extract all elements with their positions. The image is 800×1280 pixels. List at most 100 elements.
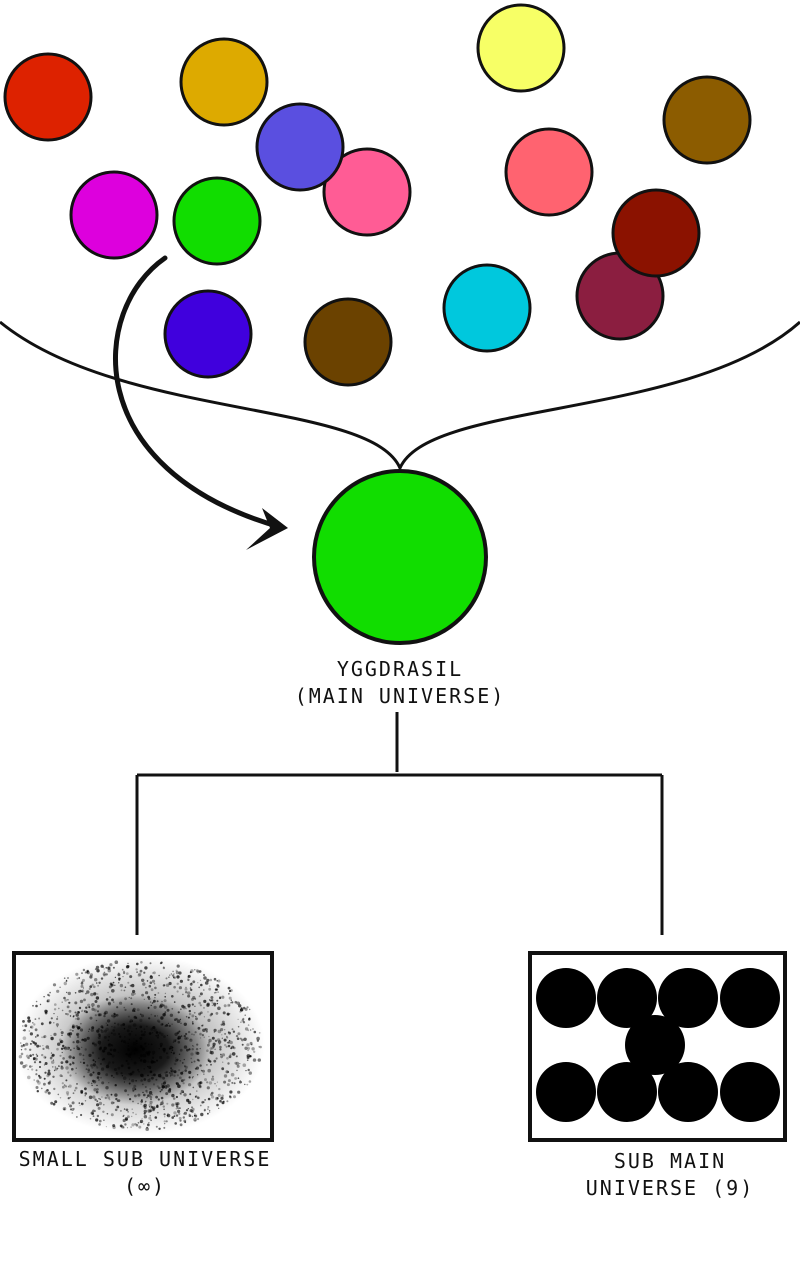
cloud-speck bbox=[114, 960, 119, 964]
cloud-speck bbox=[106, 1024, 109, 1026]
cloud-speck bbox=[208, 1038, 212, 1043]
cloud-speck bbox=[239, 1037, 242, 1040]
cloud-speck bbox=[168, 1047, 171, 1050]
cloud-speck bbox=[30, 1026, 32, 1029]
cloud-speck bbox=[150, 1060, 154, 1063]
cloud-speck bbox=[103, 1029, 107, 1033]
cloud-speck bbox=[211, 1036, 215, 1040]
cloud-speck bbox=[193, 1046, 195, 1048]
cloud-speck bbox=[65, 980, 68, 982]
cloud-speck bbox=[204, 1028, 207, 1030]
cloud-speck bbox=[165, 983, 170, 987]
cloud-speck bbox=[102, 1110, 105, 1114]
cloud-speck bbox=[159, 1103, 162, 1106]
cloud-speck bbox=[95, 1090, 99, 1094]
cloud-speck bbox=[150, 1013, 153, 1016]
cloud-speck bbox=[52, 1075, 55, 1079]
cloud-speck bbox=[111, 998, 114, 1002]
small-sub-universe-label: SMALL SUB UNIVERSE (∞) bbox=[0, 1146, 290, 1200]
cloud-speck bbox=[199, 1004, 202, 1007]
cloud-speck bbox=[73, 1089, 76, 1092]
cloud-speck bbox=[52, 983, 57, 987]
cloud-speck bbox=[151, 1056, 155, 1059]
cloud-speck bbox=[194, 1031, 197, 1034]
cloud-speck bbox=[187, 1030, 191, 1034]
cloud-speck bbox=[112, 981, 115, 984]
cloud-speck bbox=[209, 999, 212, 1002]
cloud-speck bbox=[208, 1035, 210, 1038]
cloud-speck bbox=[121, 1125, 124, 1129]
cloud-speck bbox=[194, 1096, 197, 1098]
cloud-speck bbox=[200, 1069, 203, 1072]
cloud-speck bbox=[212, 1045, 215, 1048]
cloud-speck bbox=[131, 1115, 133, 1118]
cloud-speck bbox=[221, 1037, 223, 1039]
cloud-speck bbox=[67, 977, 69, 979]
cloud-speck bbox=[206, 1049, 209, 1052]
sub-universe-dot bbox=[720, 1062, 780, 1122]
cloud-speck bbox=[32, 1022, 34, 1024]
cloud-speck bbox=[110, 1101, 114, 1105]
cloud-speck bbox=[229, 1040, 233, 1045]
cloud-speck bbox=[201, 1034, 204, 1037]
cloud-speck bbox=[34, 1042, 37, 1045]
cloud-speck bbox=[94, 1000, 98, 1003]
cloud-speck bbox=[209, 985, 211, 987]
cloud-speck bbox=[188, 1012, 192, 1016]
cloud-speck bbox=[123, 989, 126, 992]
cloud-speck bbox=[72, 1107, 75, 1110]
cloud-speck bbox=[113, 1026, 116, 1029]
cloud-speck bbox=[247, 1049, 249, 1052]
cloud-speck bbox=[92, 1059, 95, 1062]
cloud-speck bbox=[184, 987, 188, 991]
cloud-speck bbox=[164, 996, 166, 998]
cloud-speck bbox=[180, 1071, 184, 1075]
cloud-speck bbox=[176, 1031, 180, 1035]
cloud-speck bbox=[76, 1083, 78, 1085]
cloud-speck bbox=[180, 1079, 184, 1083]
cloud-speck bbox=[218, 1087, 221, 1091]
cloud-speck bbox=[42, 1045, 44, 1047]
cloud-speck bbox=[130, 1003, 133, 1006]
cloud-speck bbox=[100, 1067, 105, 1071]
cloud-speck bbox=[132, 1087, 136, 1091]
cloud-speck bbox=[141, 1014, 144, 1018]
cloud-speck bbox=[44, 1090, 48, 1094]
cloud-speck bbox=[114, 976, 117, 979]
cloud-speck bbox=[117, 1051, 120, 1054]
cloud-speck bbox=[235, 1055, 238, 1058]
cloud-speck bbox=[177, 1109, 181, 1113]
cloud-speck bbox=[236, 1064, 240, 1068]
cloud-speck bbox=[53, 1032, 57, 1036]
cloud-speck bbox=[129, 1098, 132, 1101]
tree-lines bbox=[135, 712, 664, 935]
cloud-speck bbox=[192, 1045, 194, 1047]
cloud-speck bbox=[207, 1112, 209, 1115]
cloud-speck bbox=[53, 1008, 57, 1011]
cloud-speck bbox=[95, 1019, 98, 1022]
cloud-speck bbox=[216, 1103, 219, 1107]
cloud-speck bbox=[237, 1025, 240, 1028]
cloud-speck bbox=[105, 973, 108, 976]
cloud-speck bbox=[27, 1075, 31, 1080]
cloud-speck bbox=[152, 1053, 155, 1056]
cloud-speck bbox=[175, 969, 178, 972]
cloud-speck bbox=[152, 1026, 156, 1029]
cloud-speck bbox=[178, 971, 182, 975]
cloud-speck bbox=[151, 1107, 156, 1112]
cloud-speck bbox=[56, 1017, 59, 1021]
cloud-speck bbox=[53, 1069, 56, 1072]
cloud-speck bbox=[105, 1022, 107, 1024]
cloud-speck bbox=[146, 1126, 149, 1129]
cloud-speck bbox=[68, 1032, 73, 1036]
cloud-speck bbox=[163, 966, 165, 968]
cloud-speck bbox=[162, 1047, 166, 1052]
cloud-speck bbox=[117, 1066, 121, 1070]
cloud-speck bbox=[153, 1073, 156, 1077]
cloud-speck bbox=[129, 1056, 131, 1059]
cloud-speck bbox=[153, 1005, 157, 1009]
cloud-speck bbox=[179, 1119, 182, 1122]
cloud-speck bbox=[46, 999, 51, 1003]
